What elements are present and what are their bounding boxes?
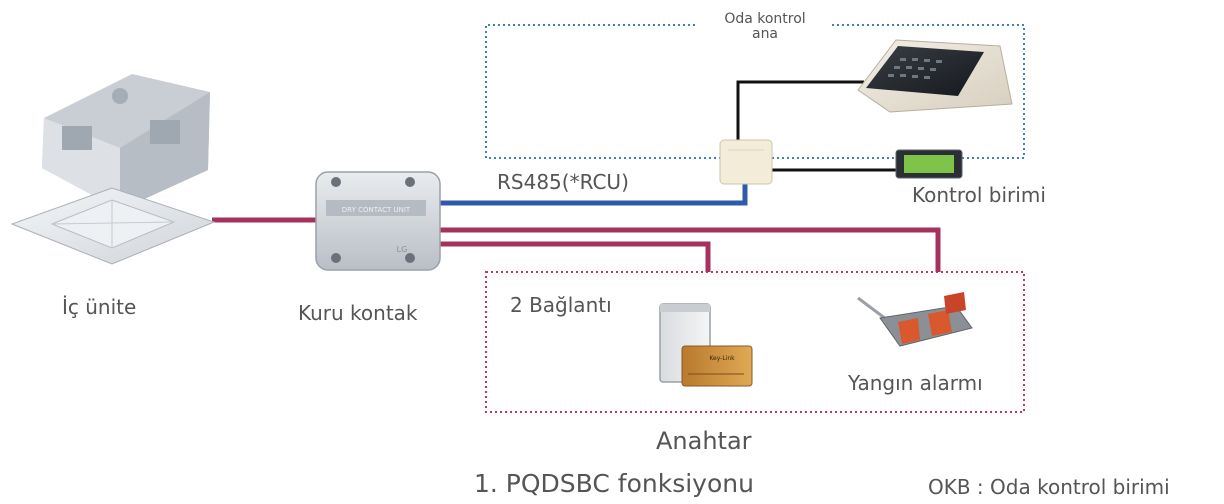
dry-contact-logo: LG — [397, 245, 408, 254]
rs485-wire — [440, 178, 748, 206]
key-card-brand: Key-Link — [709, 355, 735, 362]
power-wires — [212, 217, 941, 272]
indoor-unit-label: İç ünite — [62, 295, 137, 319]
fire-alarm-label: Yangın alarmı — [848, 371, 983, 395]
dry-contact-module-icon: DRY CONTACT UNIT LG — [315, 171, 441, 271]
dry-contact-plate-text: DRY CONTACT UNIT — [342, 206, 411, 214]
function-title: 1. PQDSBC fonksiyonu — [474, 469, 754, 498]
room-control-title-line2: ana — [751, 26, 779, 43]
control-wires — [736, 80, 898, 172]
rs485-label: RS485(*RCU) — [497, 170, 629, 194]
ceiling-cassette-icon — [10, 74, 216, 265]
switch-frame — [485, 271, 1025, 413]
switch-label: Anahtar — [656, 427, 752, 455]
two-connections-label: 2 Bağlantı — [510, 293, 612, 317]
junction-box-icon — [719, 139, 773, 185]
control-unit-display-icon — [895, 149, 963, 179]
control-unit-label: Kontrol birimi — [912, 183, 1046, 207]
dry-contact-label: Kuru kontak — [298, 301, 418, 325]
room-control-title: Oda kontrol ana — [710, 11, 820, 43]
room-control-frame — [485, 24, 1025, 159]
key-card-icon: Key-Link — [681, 345, 753, 387]
room-controller-console-icon — [857, 39, 1013, 113]
room-control-title-line1: Oda kontrol — [724, 11, 806, 27]
fire-alarm-sensor-icon — [857, 292, 973, 347]
abbreviation-note: OKB : Oda kontrol birimi — [928, 475, 1170, 499]
